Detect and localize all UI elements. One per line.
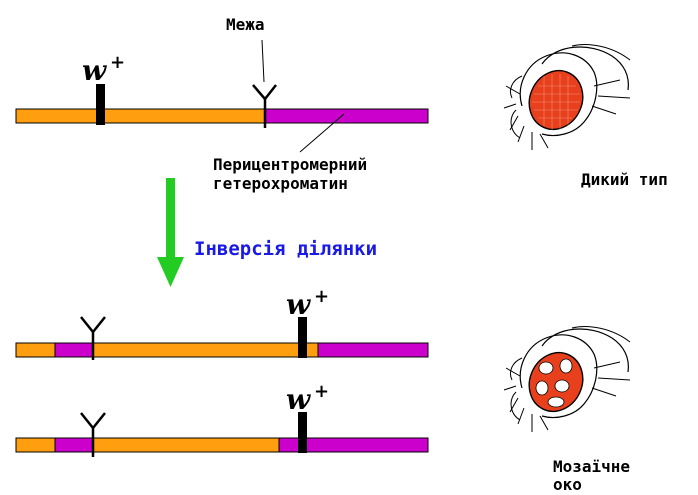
heterochromatin-label: Перицентромерний [213, 155, 367, 174]
chromosome-wild-type [15, 39, 429, 153]
chromosome-inverted-1 [15, 316, 429, 360]
gene-label-bottom-sup: + [314, 381, 329, 402]
down-arrow-icon [157, 178, 184, 287]
chromosome-inverted-2 [15, 412, 429, 457]
euchromatin-segment [92, 437, 280, 453]
euchromatin-segment [15, 108, 266, 124]
fly-head-mosaic-eye-icon [503, 326, 631, 432]
heterochromatin-pointer-line [299, 113, 345, 153]
mosaic-eye-label-line2: око [553, 475, 582, 494]
gene-label-middle-sup: + [314, 286, 329, 307]
boundary-label: Межа [226, 15, 265, 34]
heterochromatin-segment [278, 437, 429, 453]
wild-type-label: Дикий тип [581, 170, 668, 189]
w-plus-gene-marker [298, 317, 307, 358]
heterochromatin-segment [317, 342, 429, 358]
boundary-marker [80, 316, 106, 360]
w-plus-gene-marker [298, 412, 307, 453]
heterochromatin-segment [54, 437, 94, 453]
inversion-label: Інверсія ділянки [194, 238, 377, 260]
white-eye-patches [535, 358, 573, 408]
boundary-marker [80, 412, 106, 457]
euchromatin-segment [92, 342, 319, 358]
gene-label-middle: w [286, 288, 311, 321]
heterochromatin-label-line2: гетерохроматин [213, 174, 348, 193]
heterochromatin-segment [54, 342, 94, 358]
euchromatin-segment [15, 437, 56, 453]
eye-mosaic [528, 351, 584, 413]
boundary-marker [252, 84, 277, 128]
gene-label-top-sup: + [110, 52, 125, 73]
mosaic-eye-label: Мозаїчне [553, 457, 630, 476]
gene-label-top: w [82, 54, 107, 87]
heterochromatin-segment [264, 108, 429, 124]
euchromatin-segment [15, 342, 56, 358]
w-plus-gene-marker [96, 84, 105, 125]
fly-head-wild-type-icon [503, 44, 631, 150]
eye-wild-type [528, 69, 584, 131]
boundary-pointer-line [261, 39, 265, 83]
gene-label-bottom: w [286, 383, 311, 416]
